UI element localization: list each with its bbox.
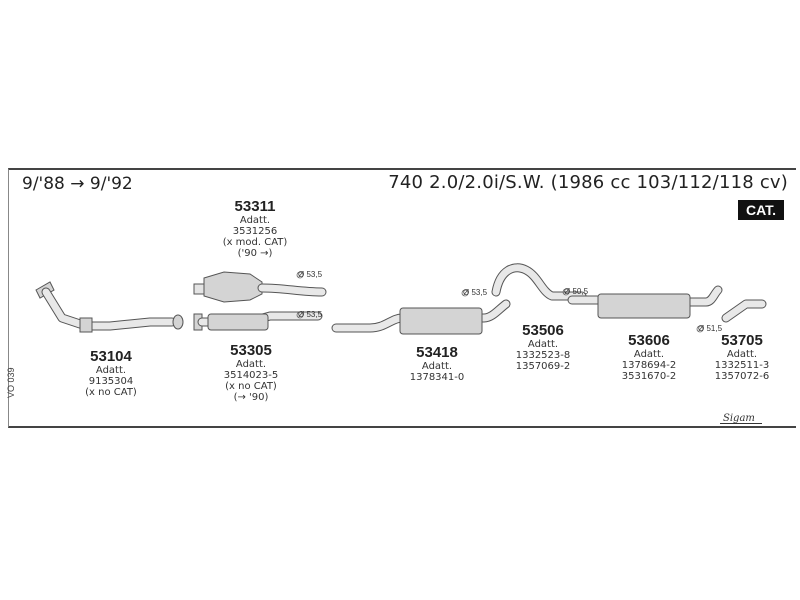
part-detail: 3514023-5 <box>223 370 279 381</box>
diameter-markers <box>296 271 704 333</box>
part-label-53418: 53418 Adatt. 1378341-0 <box>382 344 492 383</box>
part-detail: Adatt. <box>235 359 267 370</box>
part-detail: 9135304 <box>88 376 134 387</box>
part-detail: (x mod. CAT) <box>222 237 288 248</box>
part-number: 53506 <box>522 322 564 339</box>
part-number: 53705 <box>721 332 763 349</box>
vehicle-title: 740 2.0/2.0i/S.W. (1986 cc 103/112/118 c… <box>388 172 788 193</box>
diameter-label: Ø 51,5 <box>698 324 723 333</box>
part-53418-drawing <box>331 299 511 335</box>
diagram-frame <box>8 168 796 428</box>
part-label-53104: 53104 Adatt. 9135304 (x no CAT) <box>56 348 166 398</box>
part-detail: 1357069-2 <box>515 361 571 372</box>
part-detail: (→ '90) <box>233 392 269 403</box>
part-detail: Adatt. <box>633 349 665 360</box>
part-detail: Adatt. <box>95 365 127 376</box>
part-detail: 1332511-3 <box>714 360 770 371</box>
part-label-53606: 53606 Adatt. 1378694-2 3531670-2 <box>594 332 704 382</box>
part-detail: ('90 →) <box>237 248 273 259</box>
part-53705-drawing <box>721 299 767 323</box>
part-detail: Adatt. <box>527 339 559 350</box>
part-53305-drawing <box>193 311 323 331</box>
part-number: 53606 <box>628 332 670 349</box>
part-detail: Adatt. <box>421 361 453 372</box>
part-53606-drawing <box>567 285 723 319</box>
part-detail: 3531256 <box>232 226 278 237</box>
part-53104-drawing <box>35 281 184 333</box>
brand-logo: Sigam <box>723 413 755 424</box>
part-detail: (x no CAT) <box>225 381 277 392</box>
part-label-53305: 53305 Adatt. 3514023-5 (x no CAT) (→ '90… <box>196 342 306 403</box>
part-number: 53104 <box>90 348 132 365</box>
part-label-53705: 53705 Adatt. 1332511-3 1357072-6 <box>690 332 794 382</box>
part-detail: 3531670-2 <box>621 371 677 382</box>
brand-underline <box>720 423 762 424</box>
part-detail: Adatt. <box>726 349 758 360</box>
diameter-label: Ø 53,5 <box>298 270 323 279</box>
part-53311-drawing <box>193 271 327 303</box>
diameter-label: Ø 50,5 <box>564 287 589 296</box>
part-label-53311: 53311 Adatt. 3531256 (x mod. CAT) ('90 →… <box>200 198 310 259</box>
part-detail: 1378694-2 <box>621 360 677 371</box>
part-number: 53418 <box>416 344 458 361</box>
cat-badge: CAT. <box>738 200 784 220</box>
part-detail: 1378341-0 <box>409 372 465 383</box>
part-number: 53311 <box>234 198 276 215</box>
part-53506-drawing <box>491 263 587 301</box>
part-detail: 1357072-6 <box>714 371 770 382</box>
part-detail: (x no CAT) <box>85 387 137 398</box>
date-range: 9/'88 → 9/'92 <box>22 174 133 194</box>
part-label-53506: 53506 Adatt. 1332523-8 1357069-2 <box>488 322 598 372</box>
part-number: 53305 <box>230 342 272 359</box>
part-detail: 1332523-8 <box>515 350 571 361</box>
diameter-label: Ø 53,5 <box>298 310 323 319</box>
part-detail: Adatt. <box>239 215 271 226</box>
diameter-label: Ø 53,5 <box>463 288 488 297</box>
